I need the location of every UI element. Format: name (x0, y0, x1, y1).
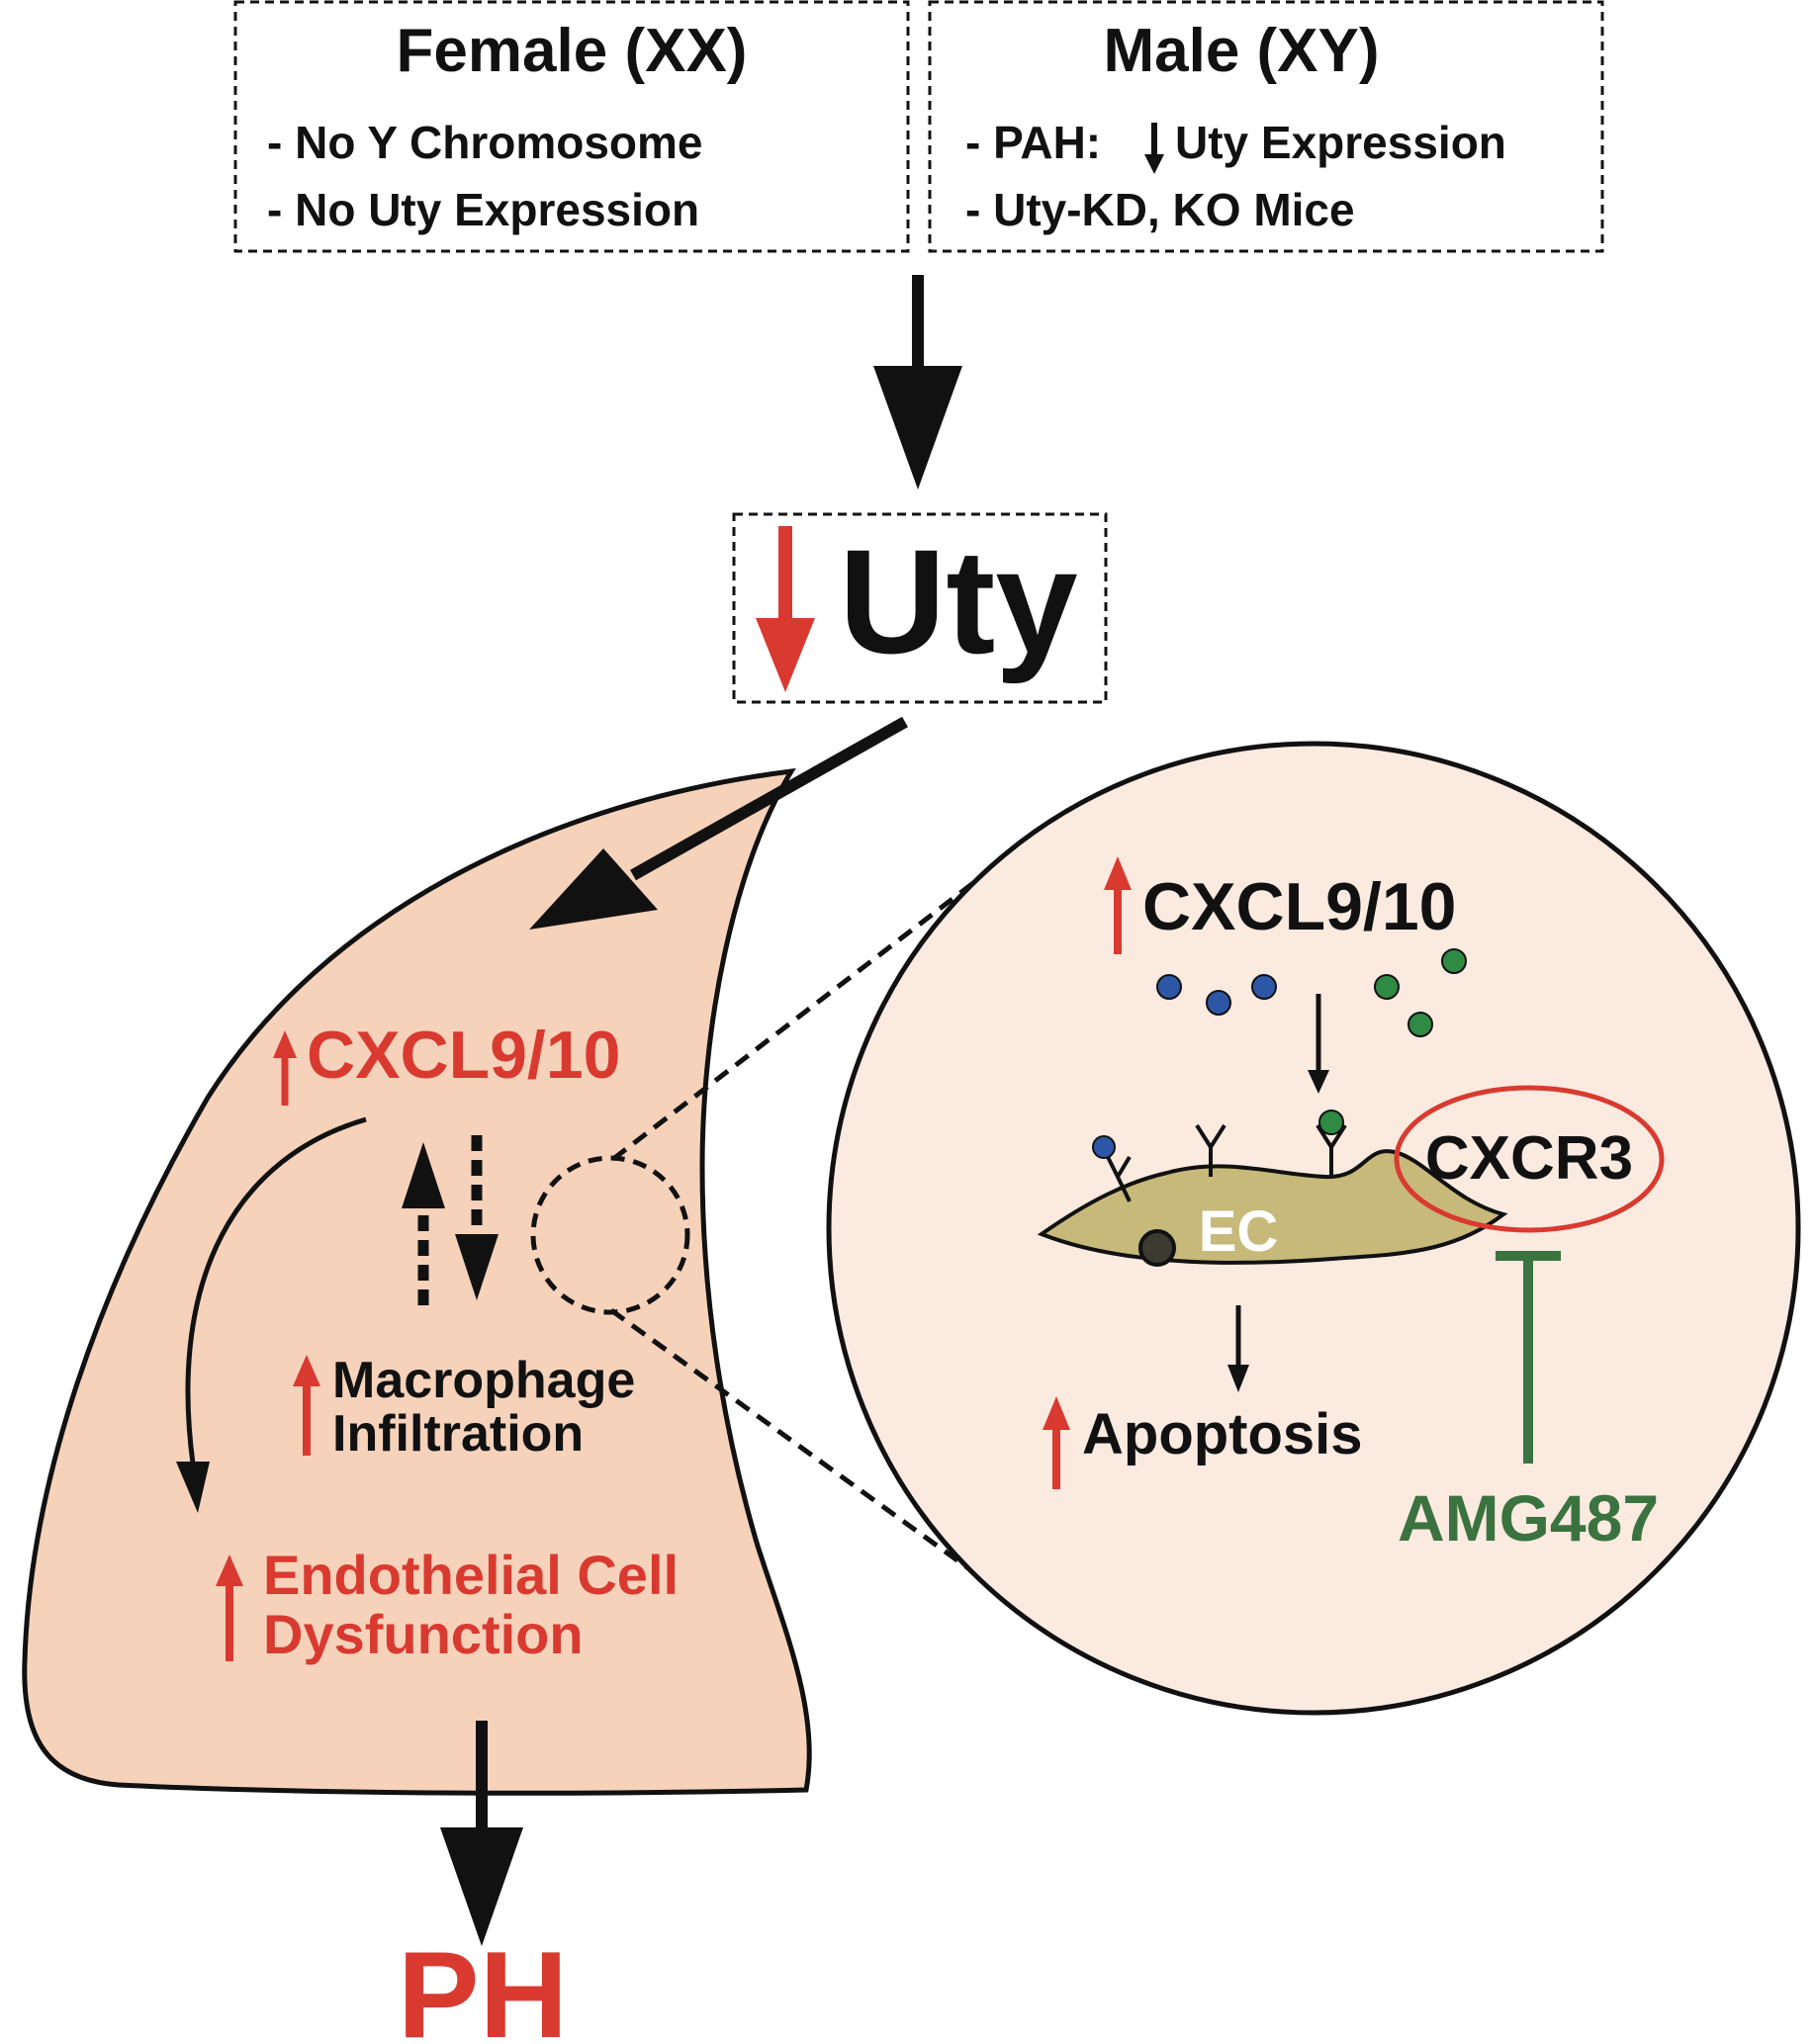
cxcr3-label: CXCR3 (1425, 1124, 1633, 1193)
curved-arrow-cxcl-to-ec (176, 1116, 367, 1513)
zoom-cxcl-group: CXCL9/10 (1104, 856, 1456, 954)
cxcr3-outline (1394, 1085, 1665, 1233)
male-box-line-1-suffix: Uty Expression (1175, 117, 1506, 168)
ph-label: PH (398, 1927, 568, 2044)
cxcl9-ligand (1251, 974, 1277, 1000)
lung-shape (22, 767, 812, 1796)
red-up-arrow-icon (293, 1355, 320, 1456)
arrow-ligand-to-cell (1308, 994, 1329, 1094)
ec-cell-label: EC (1199, 1200, 1279, 1264)
male-box: Male (XY) - PAH: Uty Expression - Uty-KD… (928, 0, 1604, 253)
ec-dysfunction-line-1: Endothelial Cell (263, 1544, 679, 1606)
receptors (1092, 1110, 1347, 1202)
apoptosis-group: Apoptosis (1043, 1396, 1363, 1489)
cxcl9-ligand (1206, 990, 1231, 1016)
cxcl9-ligand (1156, 974, 1182, 1000)
cell-nucleus (1138, 1229, 1176, 1267)
female-box-line-2: - No Uty Expression (267, 184, 699, 235)
zoom-lines (609, 839, 1031, 1615)
male-box-line-1-prefix: - PAH: (965, 117, 1101, 168)
magnified-area-marker (530, 1155, 690, 1315)
receptor-with-green-ligand (1316, 1110, 1347, 1177)
lung-cxcl-group: CXCL9/10 (273, 1018, 620, 1106)
lung-cxcl-label: CXCL9/10 (307, 1018, 620, 1093)
amg487-label: AMG487 (1398, 1481, 1659, 1555)
red-up-arrow-icon (273, 1030, 297, 1106)
cxcr3-group: CXCR3 (1394, 1085, 1665, 1233)
macrophage-group: Macrophage Infiltration (293, 1352, 635, 1463)
down-arrow-icon (1144, 123, 1164, 174)
cxcl10-ligand (1441, 948, 1467, 974)
arrow-to-uty (873, 275, 962, 489)
uty-box: Uty (732, 512, 1108, 704)
red-up-arrow-icon (1043, 1396, 1070, 1489)
ec-dysfunction-line-2: Dysfunction (263, 1603, 584, 1665)
female-box-line-1: - No Y Chromosome (267, 117, 702, 168)
male-box-title: Male (XY) (1103, 17, 1379, 85)
ec-dysfunction-group: Endothelial Cell Dysfunction (216, 1544, 679, 1665)
receptor-with-blue-ligand (1092, 1135, 1132, 1202)
macrophage-label-line-2: Infiltration (332, 1405, 584, 1463)
male-box-line-2: - Uty-KD, KO Mice (965, 184, 1355, 235)
endothelial-cell: EC (1037, 1149, 1508, 1267)
cxcl10-ligand (1374, 974, 1400, 1000)
arrow-uty-to-lung (529, 716, 908, 930)
ligand-dots (1156, 948, 1467, 1037)
red-up-arrow-icon (1104, 856, 1132, 954)
zoom-cxcl-label: CXCL9/10 (1142, 869, 1456, 944)
inhibition-bar (1496, 1251, 1561, 1464)
cxcl10-ligand (1407, 1012, 1433, 1037)
apoptosis-label: Apoptosis (1082, 1402, 1363, 1466)
bidirectional-arrows (402, 1135, 499, 1305)
arrow-to-ph (440, 1721, 523, 1946)
red-down-arrow-icon (756, 526, 815, 692)
uty-label: Uty (839, 518, 1078, 684)
receptor-empty (1195, 1123, 1226, 1177)
female-box-title: Female (XX) (397, 17, 748, 85)
female-box: Female (XX) - No Y Chromosome - No Uty E… (233, 0, 910, 253)
red-up-arrow-icon (216, 1555, 243, 1661)
macrophage-label-line-1: Macrophage (332, 1352, 635, 1409)
arrow-cell-to-apoptosis (1227, 1305, 1249, 1392)
